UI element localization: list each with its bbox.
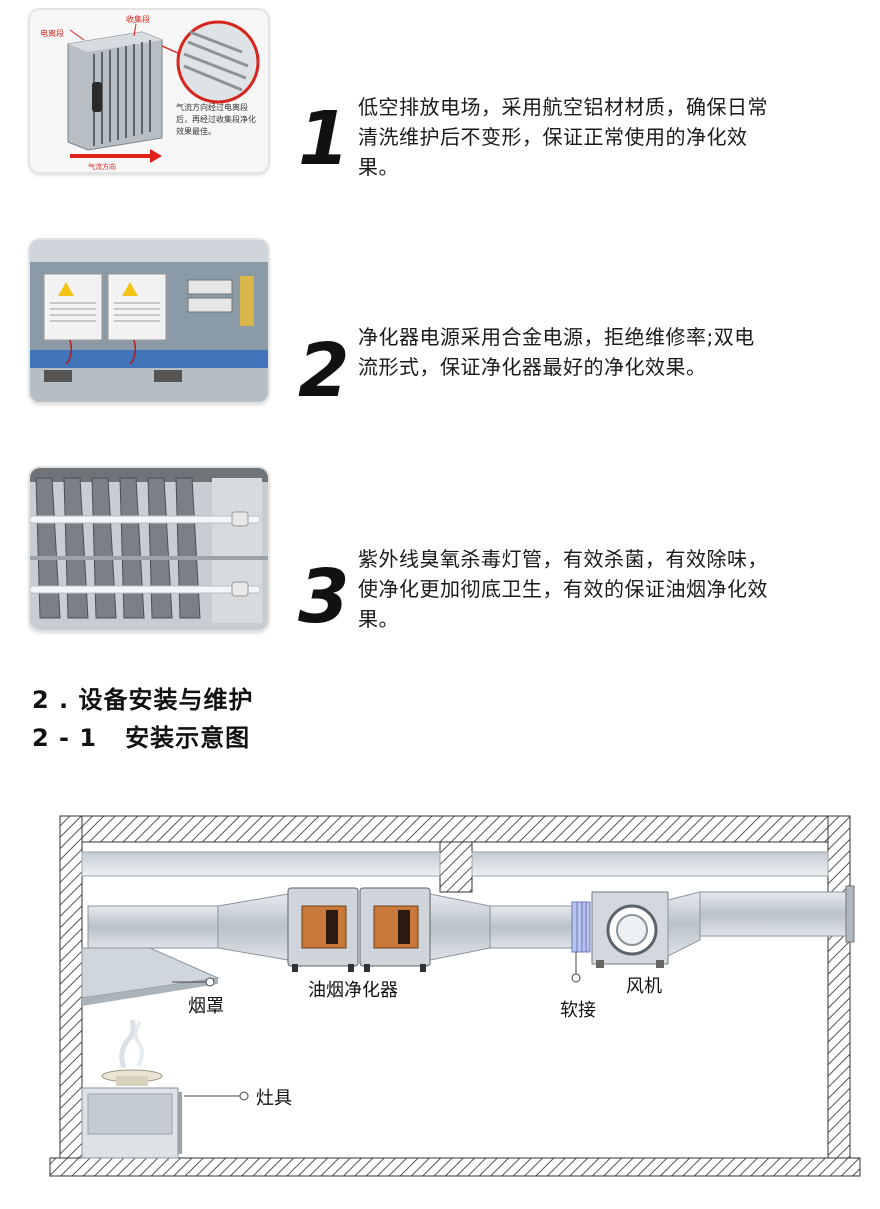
feature-1-text: 低空排放电场，采用航空铝材材质，确保日常清洗维护后不变形，保证正常使用的净化效果… xyxy=(358,95,768,179)
label-stove: 灶具 xyxy=(256,1088,292,1109)
label-fan: 风机 xyxy=(626,976,662,997)
label-ionization: 电离段 xyxy=(40,29,64,38)
label-note: 气流方向经过电离段后，再经过收集段净化效果最佳。 xyxy=(176,103,256,136)
ceiling xyxy=(81,815,829,843)
purifier-unit-1 xyxy=(287,887,359,972)
feature-3-number: 3 xyxy=(298,554,350,640)
feature-2: 2 净化器电源采用合金电源，拒绝维修率;双电流形式，保证净化器最好的净化效果。 xyxy=(0,238,880,408)
label-soft-joint: 软接 xyxy=(560,1000,596,1021)
feature-2-number: 2 xyxy=(298,328,350,414)
feature-3-image xyxy=(30,468,268,630)
label-collection: 收集段 xyxy=(126,15,150,24)
purifier-unit-2 xyxy=(359,887,431,972)
section-subheading: 2 - 1 安装示意图 xyxy=(32,724,251,752)
duct-left xyxy=(87,905,219,949)
section-heading: 2 . 设备安装与维护 xyxy=(32,686,254,714)
installation-diagram: 烟罩 油烟净化器 软接 风机 灶具 xyxy=(40,800,870,1190)
label-hood: 烟罩 xyxy=(188,996,224,1017)
feature-1-number: 1 xyxy=(298,96,350,182)
stove xyxy=(81,1019,182,1159)
label-airflow: 气流方向 xyxy=(88,163,116,171)
feature-2-image xyxy=(30,240,268,402)
right-wall xyxy=(827,815,851,1169)
feature-1: 电离段 收集段 气流方向经过电离段后，再经过收集段净化效果最佳。 气流方向 1 … xyxy=(0,8,880,182)
soft-joint xyxy=(571,901,591,953)
feature-3: 3 紫外线臭氧杀毒灯管，有效杀菌，有效除味，使净化更加彻底卫生，有效的保证油烟净… xyxy=(0,466,880,636)
feature-1-image: 电离段 收集段 气流方向经过电离段后，再经过收集段净化效果最佳。 气流方向 xyxy=(30,10,268,172)
feature-2-text: 净化器电源采用合金电源，拒绝维修率;双电流形式，保证净化器最好的净化效果。 xyxy=(358,325,755,379)
feature-3-text: 紫外线臭氧杀毒灯管，有效杀菌，有效除味，使净化更加彻底卫生，有效的保证油烟净化效… xyxy=(358,547,768,631)
label-purifier: 油烟净化器 xyxy=(308,980,398,1001)
left-wall xyxy=(59,815,83,1169)
floor xyxy=(49,1157,861,1177)
ceiling-beam xyxy=(439,841,473,893)
